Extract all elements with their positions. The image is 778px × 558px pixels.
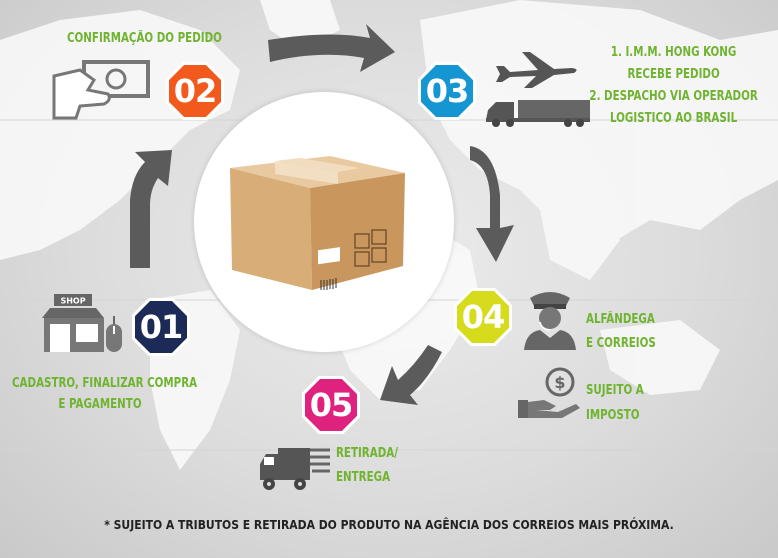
step-04-line-3: SUJEITO A <box>586 383 644 398</box>
step-01-line-1: CADASTRO, FINALIZAR COMPRA <box>12 376 198 391</box>
step-02-badge: 02 <box>166 62 224 120</box>
step-04-label-tax: SUJEITO A IMPOSTO <box>586 378 644 428</box>
step-02-number: 02 <box>173 72 218 110</box>
arrow-step1-to-step2 <box>130 150 172 268</box>
step-04-line-4: IMPOSTO <box>586 408 640 423</box>
step-01-line-2: E PAGAMENTO <box>58 397 142 412</box>
hand-money-icon <box>52 60 150 120</box>
step-03-badge: 03 <box>418 62 476 120</box>
hand-coin-icon: $ <box>518 367 580 418</box>
svg-text:$: $ <box>554 373 565 392</box>
step-04-label-customs: ALFÂNDEGA E CORREIOS <box>586 308 656 356</box>
truck-icon <box>486 100 590 127</box>
step-04-badge: 04 <box>454 288 512 346</box>
step-05-number: 05 <box>309 386 354 424</box>
step-05-line-2: ENTREGA <box>336 470 391 485</box>
step-01-number: 01 <box>139 308 184 346</box>
step-03-number: 03 <box>425 72 470 110</box>
arrow-step4-to-step5 <box>380 345 442 405</box>
step-02-line-1: CONFIRMAÇÃO DO PEDIDO <box>67 31 222 46</box>
step-05-line-1: RETIRADA/ <box>336 446 398 461</box>
step-03-label: 1. I.M.M. HONG KONG RECEBE PEDIDO 2. DES… <box>581 42 766 130</box>
airplane-icon <box>496 52 577 88</box>
step-03-line-3: 2. DESPACHO VIA OPERADOR <box>589 89 758 104</box>
step-01-badge: 01 <box>132 298 190 356</box>
step-04-line-1: ALFÂNDEGA <box>586 312 655 327</box>
step-03-line-2: RECEBE PEDIDO <box>627 67 720 82</box>
step-03-line-4: LOGISTICO AO BRASIL <box>610 111 738 126</box>
step-02-label: CONFIRMAÇÃO DO PEDIDO <box>67 28 222 49</box>
cardboard-box-icon <box>230 156 405 290</box>
step-01-label: CADASTRO, FINALIZAR COMPRA E PAGAMENTO <box>12 373 198 415</box>
footnote: * SUJEITO A TRIBUTOS E RETIRADA DO PRODU… <box>104 518 674 532</box>
arrow-step3-to-step4 <box>470 146 514 262</box>
step-05-badge: 05 <box>302 376 360 434</box>
customs-officer-icon <box>524 292 576 350</box>
step-03-line-1: 1. I.M.M. HONG KONG <box>610 45 737 60</box>
step-05-label: RETIRADA/ ENTREGA <box>336 442 398 490</box>
step-04-number: 04 <box>461 298 506 336</box>
shop-sign-text: SHOP <box>60 297 85 306</box>
shop-icon: SHOP <box>42 294 104 352</box>
mouse-icon <box>106 316 122 352</box>
delivery-truck-icon <box>260 448 330 490</box>
step-04-line-2: E CORREIOS <box>586 336 656 351</box>
arrow-step2-to-step3 <box>268 24 395 72</box>
